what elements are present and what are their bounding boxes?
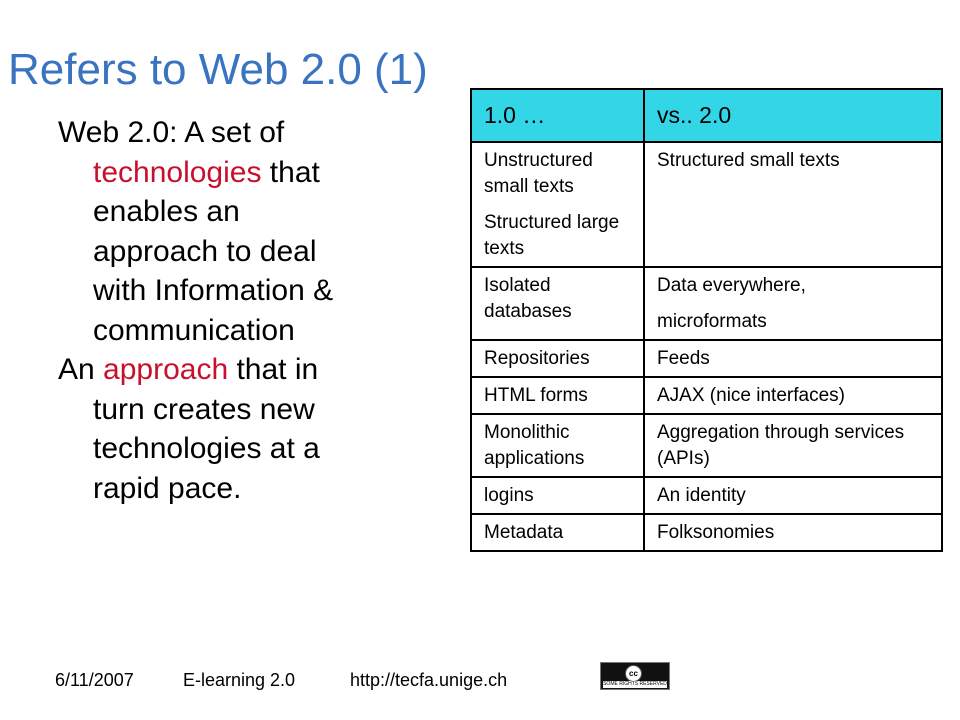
cell-web2: Folksonomies	[643, 513, 943, 552]
table-row: Repositories Feeds	[470, 339, 943, 378]
body-text: Web 2.0: A set of technologies that enab…	[58, 113, 358, 508]
table-row: Isolated databases Data everywhere, microf…	[470, 266, 943, 341]
cell-text: Monolithic applications	[484, 422, 585, 469]
cell-text: Metadata	[484, 522, 564, 543]
paragraph-approach: An approach that in turn creates new tec…	[58, 353, 320, 505]
cell-web1: Isolated databases	[470, 266, 645, 341]
table-row: HTML forms AJAX (nice interfaces)	[470, 376, 943, 415]
footer-course: E-learning 2.0	[183, 670, 296, 690]
cc-license-text: SOME RIGHTS RESERVED	[603, 681, 667, 688]
creative-commons-badge: cc SOME RIGHTS RESERVED	[600, 662, 670, 690]
cell-web2: Structured small texts	[643, 141, 943, 268]
slide-title: Refers to Web 2.0 (1)	[8, 45, 428, 94]
cell-text: Data everywhere,	[657, 275, 806, 296]
cell-web2: Data everywhere, microformats	[643, 266, 943, 341]
cell-web2: Feeds	[643, 339, 943, 378]
cell-web1: Monolithic applications	[470, 413, 645, 478]
cell-text: Aggregation through services (APIs)	[657, 422, 905, 469]
column-header-web2: vs.. 2.0	[643, 88, 943, 143]
column-header-web1: 1.0 …	[470, 88, 645, 143]
cell-text: Isolated databases	[484, 275, 572, 322]
highlight-technologies: technologies	[93, 155, 262, 189]
paragraph-definition: Web 2.0: A set of technologies that enab…	[58, 116, 334, 347]
cell-web1: logins	[470, 476, 645, 515]
highlight-approach: approach	[103, 353, 229, 386]
cell-web2: Aggregation through services (APIs)	[643, 413, 943, 478]
cc-logo-icon: cc	[625, 665, 642, 682]
table-row: Metadata Folksonomies	[470, 513, 943, 552]
cell-text: Structured small texts	[657, 150, 840, 171]
cell-text: Unstructured small texts	[484, 150, 593, 197]
cell-text: AJAX (nice interfaces)	[657, 385, 845, 406]
cell-text: Folksonomies	[657, 522, 775, 543]
cell-text: Repositories	[484, 348, 590, 369]
cell-web2: An identity	[643, 476, 943, 515]
table-row: logins An identity	[470, 476, 943, 515]
cell-web2: AJAX (nice interfaces)	[643, 376, 943, 415]
footer-date: 6/11/2007	[55, 670, 134, 690]
table-header-row: 1.0 … vs.. 2.0	[470, 88, 943, 143]
cell-text: Structured large texts	[484, 212, 620, 259]
table-row: Monolithic applications Aggregation throu…	[470, 413, 943, 478]
cell-text: microformats	[657, 311, 767, 332]
cell-text: Feeds	[657, 348, 710, 369]
cell-web1: HTML forms	[470, 376, 645, 415]
cell-text: HTML forms	[484, 385, 588, 406]
cell-web1: Repositories	[470, 339, 645, 378]
cell-text: An identity	[657, 485, 746, 506]
cell-web1: Metadata	[470, 513, 645, 552]
footer-url: http://tecfa.unige.ch	[350, 670, 508, 690]
cell-text: logins	[484, 485, 534, 506]
